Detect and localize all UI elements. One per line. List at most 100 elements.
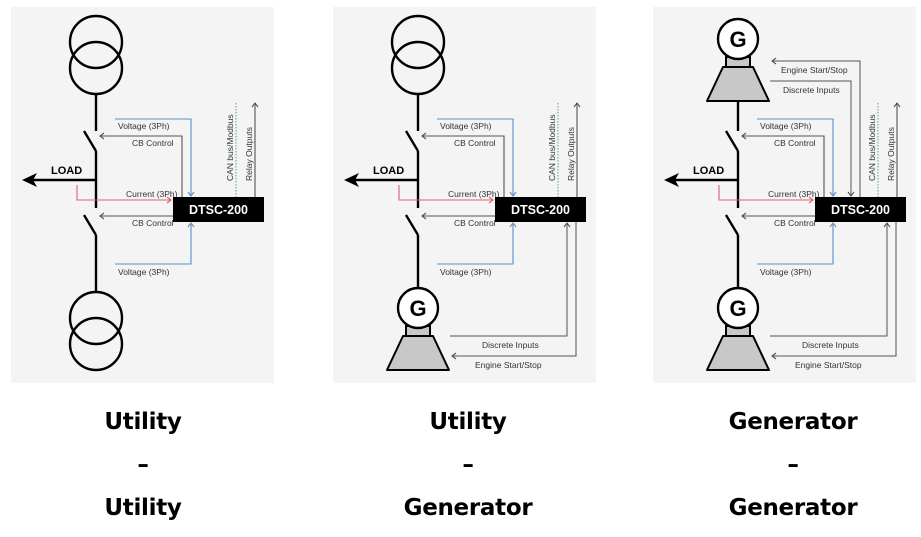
arrow-head: [573, 102, 581, 108]
cb-control-line-upper: [100, 135, 183, 197]
voltage-line-lower: [115, 223, 192, 265]
arrow-head: [808, 196, 814, 204]
arrow-head: [488, 196, 494, 204]
top-utility-transformer-icon: [68, 14, 124, 96]
discrete-inputs-line-top: [770, 80, 852, 196]
lower-breaker-icon: [724, 214, 740, 236]
arrow-head: [829, 191, 837, 197]
cb-control-label-upper: CB Control: [132, 138, 174, 148]
generator-circle-icon: [716, 286, 760, 330]
upper-breaker-icon: [404, 130, 420, 152]
generator-symbol: G: [409, 296, 426, 321]
current-label: Current (3Ph): [448, 189, 500, 199]
voltage-line-upper: [757, 118, 834, 196]
arrow-head: [99, 212, 105, 220]
transformer-winding-icon: [68, 290, 124, 346]
engine-start-stop-label-bottom: Engine Start/Stop: [795, 360, 862, 370]
engine-start-stop-line-bottom: [772, 222, 897, 357]
transformer-winding-icon: [68, 316, 124, 372]
arrow-head: [421, 132, 427, 140]
caption-utility-utility: Utility – Utility: [3, 404, 283, 533]
cb-control-label-lower: CB Control: [774, 218, 816, 228]
discrete-inputs-line-bottom: [450, 223, 568, 337]
current-line: [398, 185, 493, 201]
upper-breaker-icon: [724, 130, 740, 152]
controller-label: DTSC-200: [511, 203, 570, 217]
caption-line2: Generator: [728, 495, 858, 521]
engine-base-icon: [386, 335, 450, 371]
voltage-label-upper: Voltage (3Ph): [440, 121, 492, 131]
generator-symbol: G: [729, 27, 746, 52]
arrow-head: [741, 132, 747, 140]
voltage-line-lower: [757, 223, 834, 265]
arrow-head: [166, 196, 172, 204]
discrete-inputs-label-bottom: Discrete Inputs: [482, 340, 539, 350]
canbus-label: CAN bus/Modbus: [225, 114, 235, 181]
bottom-generator-icon: G: [706, 286, 770, 371]
discrete-inputs-label-top: Discrete Inputs: [783, 85, 840, 95]
top-generator-icon: G: [706, 17, 770, 102]
arrow-head: [771, 57, 777, 65]
load-arrow-icon: [664, 173, 679, 187]
caption-generator-generator: Generator – Generator: [653, 404, 921, 533]
caption-line1: Utility: [104, 409, 182, 435]
bottom-utility-transformer-icon: [68, 290, 124, 372]
cb-control-label-upper: CB Control: [774, 138, 816, 148]
cb-control-line-upper: [422, 135, 505, 197]
generator-circle-icon: [716, 17, 760, 61]
dtsc-200-controller: [173, 197, 264, 222]
transformer-winding-icon: [68, 14, 124, 70]
arrow-head: [451, 352, 457, 360]
discrete-inputs-label-bottom: Discrete Inputs: [802, 340, 859, 350]
bottom-generator-icon: G: [386, 286, 450, 371]
caption-line2: Utility: [104, 495, 182, 521]
cb-control-label-upper: CB Control: [454, 138, 496, 148]
load-arrow-icon: [22, 173, 37, 187]
load-label: LOAD: [373, 165, 404, 177]
lower-breaker-icon: [404, 214, 420, 236]
engine-start-stop-line-top: [772, 60, 861, 197]
caption-utility-generator: Utility – Generator: [328, 404, 608, 533]
upper-breaker-icon: [82, 130, 98, 152]
arrow-head: [187, 191, 195, 197]
top-utility-transformer-icon: [390, 14, 446, 96]
arrow-head: [829, 222, 837, 228]
relay-outputs-label: Relay Outputs: [244, 127, 254, 181]
dtsc-200-controller: [815, 197, 906, 222]
caption-separator: –: [462, 452, 474, 478]
arrow-head: [771, 352, 777, 360]
relay-outputs-label: Relay Outputs: [886, 127, 896, 181]
caption-separator: –: [787, 452, 799, 478]
voltage-line-upper: [437, 118, 514, 196]
dtsc-200-controller: [495, 197, 586, 222]
voltage-line-lower: [437, 223, 514, 265]
canbus-label: CAN bus/Modbus: [547, 114, 557, 181]
voltage-label-upper: Voltage (3Ph): [760, 121, 812, 131]
current-label: Current (3Ph): [126, 189, 178, 199]
load-arrow-icon: [344, 173, 359, 187]
load-label: LOAD: [51, 165, 82, 177]
engine-start-stop-line-bottom: [452, 222, 577, 357]
engine-start-stop-label-bottom: Engine Start/Stop: [475, 360, 542, 370]
caption-line1: Utility: [429, 409, 507, 435]
generator-circle-icon: [396, 286, 440, 330]
voltage-line-upper: [115, 118, 192, 196]
arrow-head: [741, 212, 747, 220]
arrow-head: [99, 132, 105, 140]
engine-base-icon: [706, 335, 770, 371]
canbus-label: CAN bus/Modbus: [867, 114, 877, 181]
arrow-head: [187, 222, 195, 228]
voltage-label-upper: Voltage (3Ph): [118, 121, 170, 131]
voltage-label-lower: Voltage (3Ph): [118, 267, 170, 277]
cb-control-line-upper: [742, 135, 825, 197]
generator-symbol: G: [729, 296, 746, 321]
caption-line1: Generator: [728, 409, 858, 435]
engine-base-icon: [706, 66, 770, 102]
load-label: LOAD: [693, 165, 724, 177]
arrow-head: [847, 191, 855, 197]
arrow-head: [893, 102, 901, 108]
